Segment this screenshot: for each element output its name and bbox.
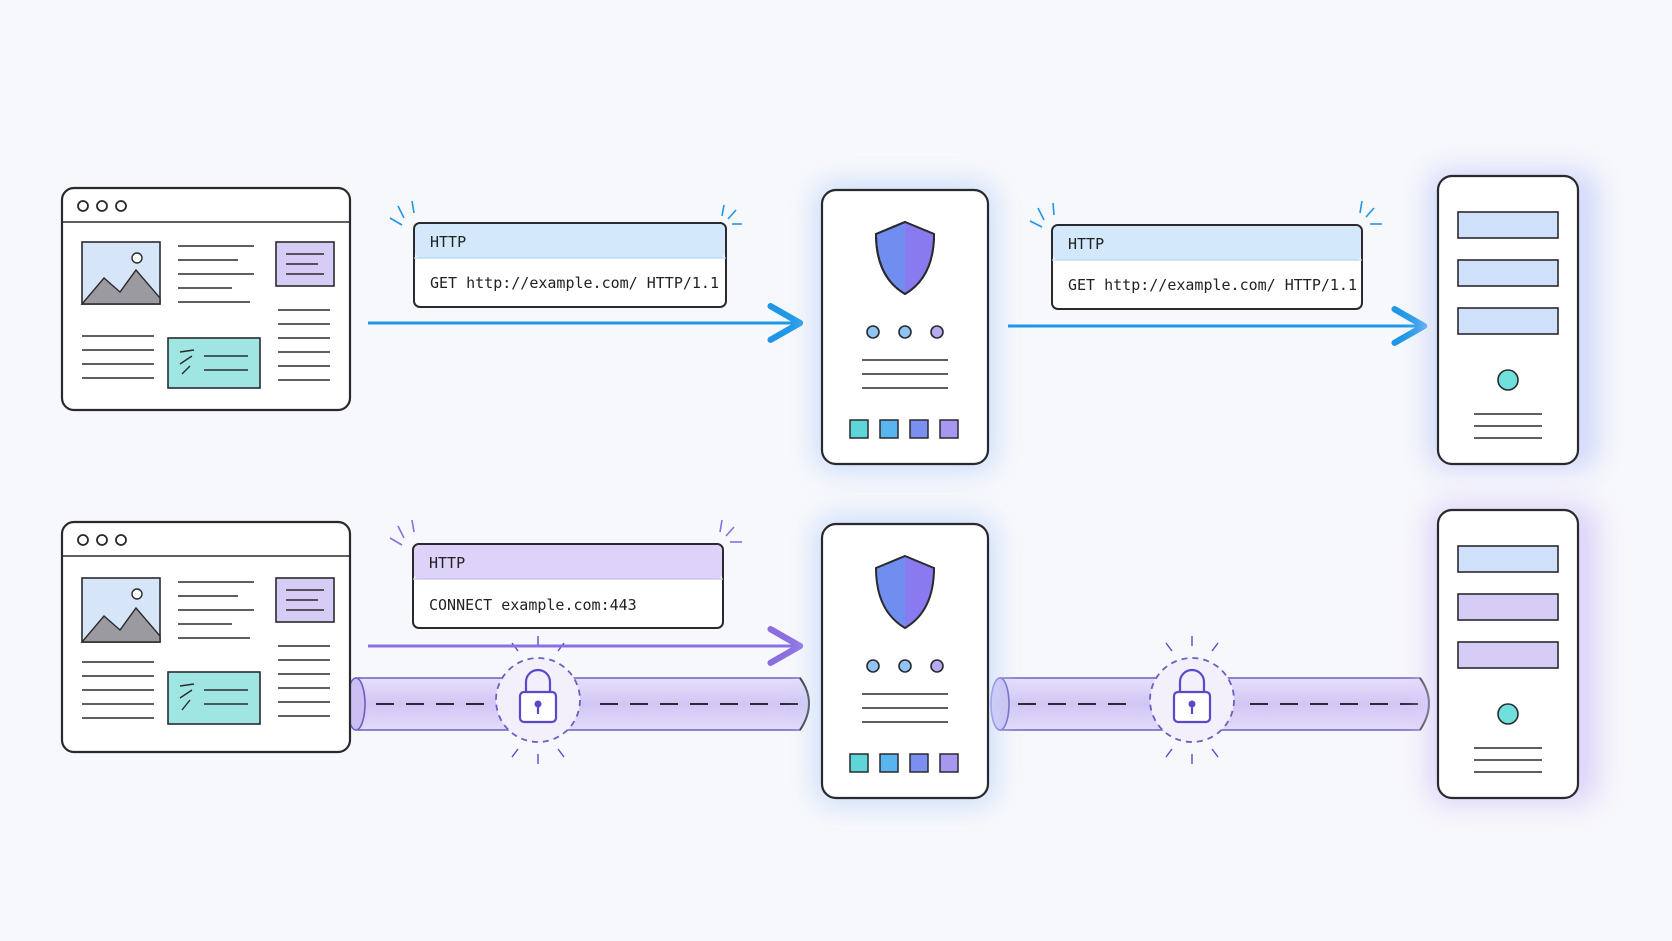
tls-tunnel-client-to-proxy bbox=[346, 636, 810, 764]
power-light-icon bbox=[1497, 369, 1519, 391]
text-lines bbox=[82, 245, 330, 381]
image-placeholder-icon bbox=[80, 577, 161, 643]
teal-panel bbox=[167, 337, 261, 389]
shield-icon bbox=[874, 220, 936, 296]
top-flow: HTTP GET http://example.com/ HTTP/1.1 bbox=[60, 170, 1598, 472]
proxy-server bbox=[814, 182, 996, 472]
status-dots-icon bbox=[866, 325, 944, 339]
connect-http-label: HTTP bbox=[429, 554, 465, 572]
connect-request-box: HTTP CONNECT example.com:443 bbox=[389, 519, 742, 629]
port-indicators-icon bbox=[849, 753, 959, 773]
padlock-icon bbox=[495, 636, 581, 764]
request-line-1: GET http://example.com/ HTTP/1.1 bbox=[430, 274, 719, 292]
request-line-2: GET http://example.com/ HTTP/1.1 bbox=[1068, 276, 1357, 294]
server-rack-icon bbox=[1457, 545, 1559, 669]
emphasis-marks-icon bbox=[389, 519, 742, 546]
http-label-2: HTTP bbox=[1068, 235, 1104, 253]
text-lines bbox=[82, 581, 330, 719]
http-request-box-2: HTTP GET http://example.com/ HTTP/1.1 bbox=[1029, 200, 1382, 310]
power-light-icon bbox=[1497, 703, 1519, 725]
purple-panel bbox=[275, 241, 335, 287]
status-dots-icon bbox=[866, 659, 944, 673]
shield-icon bbox=[874, 554, 936, 630]
bottom-flow: HTTP CONNECT example.com:443 bbox=[60, 504, 1598, 806]
server-rack-icon bbox=[1457, 211, 1559, 335]
emphasis-marks-icon bbox=[1029, 200, 1382, 228]
http-label-1: HTTP bbox=[430, 233, 466, 251]
client-browser-window bbox=[60, 186, 352, 412]
padlock-icon bbox=[1149, 636, 1235, 764]
connect-request-line: CONNECT example.com:443 bbox=[429, 596, 637, 614]
proxy-server bbox=[814, 516, 996, 806]
http-request-box-1: HTTP GET http://example.com/ HTTP/1.1 bbox=[389, 200, 742, 308]
window-controls-icon bbox=[77, 200, 127, 212]
tls-tunnel-proxy-to-server bbox=[990, 636, 1430, 764]
purple-panel bbox=[275, 577, 335, 623]
emphasis-marks-icon bbox=[389, 200, 742, 226]
client-browser-window bbox=[60, 520, 352, 754]
image-placeholder-icon bbox=[80, 241, 161, 305]
window-controls-icon bbox=[77, 534, 127, 546]
origin-server bbox=[1428, 504, 1598, 804]
teal-panel bbox=[167, 671, 261, 725]
port-indicators-icon bbox=[849, 419, 959, 439]
origin-server bbox=[1428, 170, 1598, 470]
